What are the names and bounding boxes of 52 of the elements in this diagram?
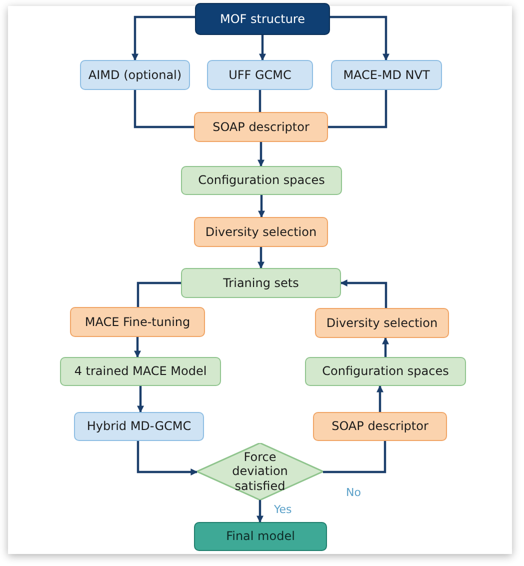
process-box <box>331 60 442 90</box>
connector-line <box>136 282 181 307</box>
node-label: Configuration spaces <box>322 364 449 379</box>
connector-line <box>258 90 262 112</box>
arrow <box>134 337 141 358</box>
edge-label: Yes <box>272 503 294 516</box>
process-box <box>80 60 190 90</box>
arrow <box>256 500 264 523</box>
process-box <box>181 166 342 195</box>
process-box <box>60 357 221 386</box>
process-box <box>70 307 205 337</box>
arrow <box>330 16 390 61</box>
arrow <box>382 337 389 357</box>
node-label: Diversity selection <box>205 224 317 240</box>
process-box <box>194 217 328 247</box>
node-label: MACE-MD NVT <box>343 68 430 82</box>
node-label: AIMD (optional) <box>88 68 182 82</box>
process-box <box>74 412 204 441</box>
arrow <box>258 142 264 167</box>
node-label: MOF structure <box>220 12 305 26</box>
node-label: Hybrid MD-GCMC <box>86 419 192 434</box>
arrow <box>259 35 266 61</box>
terminal-box <box>194 522 327 551</box>
process-box <box>305 357 466 386</box>
connector-line <box>323 441 386 474</box>
process-box <box>313 412 447 441</box>
process-box <box>207 60 313 90</box>
arrow <box>340 280 388 308</box>
node-label: Configuration spaces <box>198 173 325 188</box>
node-label: SOAP descriptor <box>332 419 428 434</box>
decision-diamond <box>197 443 323 500</box>
edge-label: No <box>344 486 363 499</box>
connector-line <box>134 90 194 128</box>
node-label: Force deviation satisfied <box>231 450 289 494</box>
process-box <box>315 308 449 338</box>
arrow <box>376 385 384 412</box>
node-label: 4 trained MACE Model <box>74 364 207 379</box>
process-box <box>181 268 341 298</box>
connector-line <box>328 90 388 128</box>
node-label: MACE Fine-tuning <box>84 314 190 330</box>
node-label: Trianing sets <box>223 276 299 290</box>
arrow <box>136 441 198 476</box>
arrow <box>258 195 265 218</box>
node-label: UFF GCMC <box>228 68 292 82</box>
title-box <box>195 3 330 35</box>
arrow <box>132 16 195 61</box>
arrow <box>137 386 144 413</box>
node-label: Final model <box>226 529 295 544</box>
process-box <box>194 112 328 142</box>
arrow <box>258 247 264 269</box>
node-label: SOAP descriptor <box>212 120 310 134</box>
node-label: Diversity selection <box>326 316 438 330</box>
